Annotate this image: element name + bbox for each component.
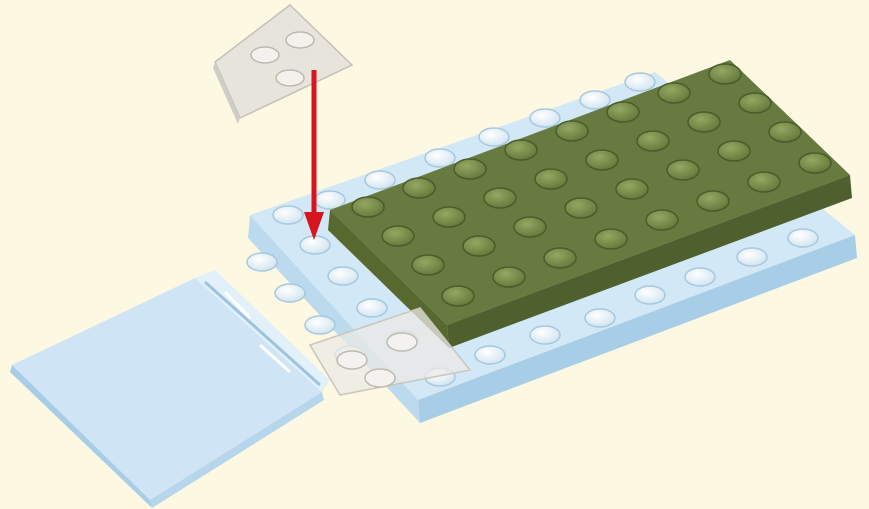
build-instruction-illustration [0,0,869,509]
build-step-scene [0,0,869,509]
